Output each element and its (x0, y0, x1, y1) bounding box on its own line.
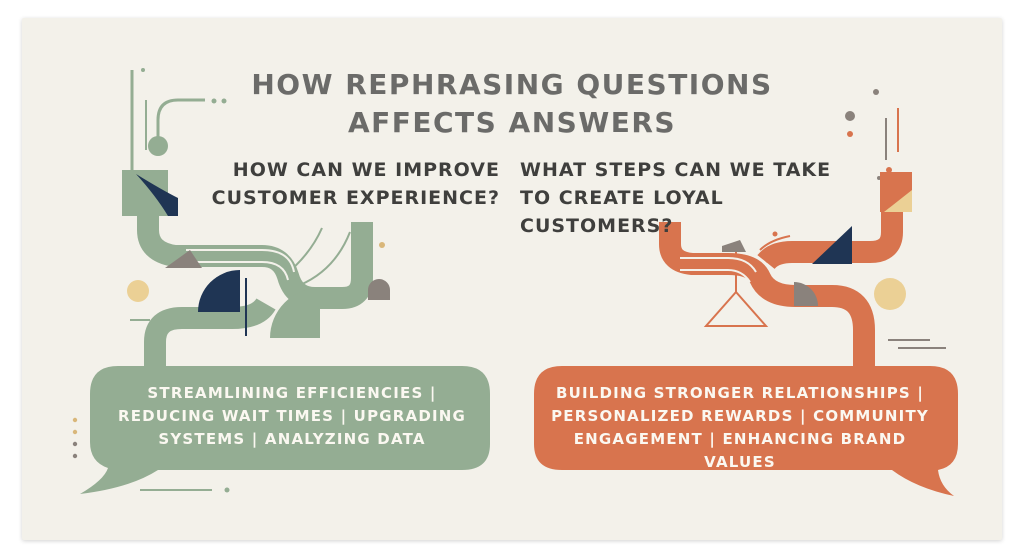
left-flow-pipe (137, 200, 373, 309)
left-navy-wedge (136, 174, 178, 216)
infographic-title: HOW REPHRASING QUESTIONS AFFECTS ANSWERS (251, 68, 773, 139)
right-taupe-flag (722, 240, 746, 252)
right-answer-text: BUILDING STRONGER RELATIONSHIPS | PERSON… (551, 384, 929, 471)
right-mustard-triangle (884, 190, 912, 212)
right-parallel-lines (680, 257, 757, 283)
right-flow-pipe-lower (831, 285, 875, 368)
right-mustard-circle (874, 278, 906, 310)
left-taupe-arch (368, 279, 390, 300)
left-flow-pipe-lower (144, 297, 276, 372)
right-flow-pipe (659, 222, 832, 307)
left-taupe-triangle (165, 250, 202, 268)
left-sage-dot (148, 136, 168, 156)
right-speech-bubble (534, 366, 958, 496)
left-parallel-lines (186, 249, 295, 281)
left-answer-text: STREAMLINING EFFICIENCIES | REDUCING WAI… (117, 384, 467, 448)
right-question: WHAT STEPS CAN WE TAKE TO CREATE LOYAL C… (520, 159, 832, 237)
right-taupe-quarter (794, 282, 818, 306)
left-sage-quarter (270, 288, 320, 338)
left-decor-lines (130, 70, 351, 491)
left-navy-half-disc (198, 270, 240, 312)
left-mustard-circle (127, 280, 149, 302)
left-speech-bubble (80, 366, 490, 494)
left-dots (72, 68, 385, 493)
left-question: HOW CAN WE IMPROVE CUSTOMER EXPERIENCE? (211, 159, 500, 209)
right-flow-pipe-upper (757, 204, 903, 270)
right-navy-triangle (812, 226, 852, 264)
